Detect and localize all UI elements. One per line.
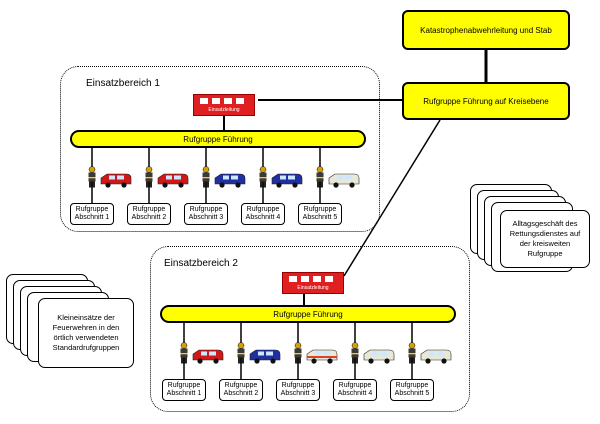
stab-label: Katastrophenabwehrleitung und Stab: [420, 25, 552, 35]
einsatzbereich-1: [60, 66, 380, 232]
vehicle-white-icon: [328, 172, 360, 188]
firefighter-icon: [350, 342, 360, 364]
firefighter-icon: [179, 342, 189, 364]
section-label-line: Abschnitt 5: [394, 390, 430, 397]
section-label-line: Abschnitt 4: [245, 214, 281, 221]
section-label-line: Rufgruppe: [189, 206, 223, 213]
section-label-line: Rufgruppe: [246, 206, 280, 213]
section-label-line: Rufgruppe: [224, 382, 258, 389]
truck-label: Einsatzleitung: [297, 285, 329, 291]
einsatzbereich-2-title: Einsatzbereich 2: [164, 258, 238, 269]
rettungsdienst-text: Alltagsgeschäft des Rettungsdienstes auf…: [509, 219, 581, 258]
vehicle-blue-icon: [214, 172, 246, 188]
ambulance-icon: [306, 348, 338, 364]
section-label-line: Abschnitt 2: [131, 214, 167, 221]
firefighter-icon: [407, 342, 417, 364]
section-label-line: Abschnitt 3: [188, 214, 224, 221]
section-label-line: Abschnitt 4: [337, 390, 373, 397]
einsatzleitung-truck-2: Einsatzleitung: [282, 272, 344, 294]
firefighter-icon: [236, 342, 246, 364]
section-label-line: Abschnitt 2: [223, 390, 259, 397]
truck-label: Einsatzleitung: [208, 107, 240, 113]
firefighter-icon: [258, 166, 268, 188]
bar-label: Rufgruppe Führung: [273, 309, 343, 319]
firefighter-icon: [315, 166, 325, 188]
section-label-line: Rufgruppe: [75, 206, 109, 213]
stab-box: Katastrophenabwehrleitung und Stab: [402, 10, 570, 50]
section-label-line: Abschnitt 1: [166, 390, 202, 397]
section-label-line: Abschnitt 5: [302, 214, 338, 221]
section-label-line: Abschnitt 1: [74, 214, 110, 221]
einsatzleitung-truck-1: Einsatzleitung: [193, 94, 255, 116]
vehicle-red-icon: [157, 172, 189, 188]
rufgruppe-fuehrung-bar-2: Rufgruppe Führung: [160, 305, 456, 323]
bar-label: Rufgruppe Führung: [183, 134, 253, 144]
kreisebene-label: Rufgruppe Führung auf Kreisebene: [423, 96, 549, 106]
rufgruppe-fuehrung-bar-1: Rufgruppe Führung: [70, 130, 366, 148]
section-label-line: Rufgruppe: [395, 382, 429, 389]
section-label-line: Rufgruppe: [303, 206, 337, 213]
einsatzbereich-2: [150, 246, 470, 412]
section-label-line: Abschnitt 3: [280, 390, 316, 397]
firefighter-icon: [87, 166, 97, 188]
vehicle-red-icon: [192, 348, 224, 364]
firefighter-icon: [144, 166, 154, 188]
vehicle-blue-icon: [249, 348, 281, 364]
section-label-line: Rufgruppe: [167, 382, 201, 389]
firefighter-icon: [201, 166, 211, 188]
firefighter-icon: [293, 342, 303, 364]
section-label-line: Rufgruppe: [281, 382, 315, 389]
einsatzbereich-1-title: Einsatzbereich 1: [86, 78, 160, 89]
vehicle-red-icon: [100, 172, 132, 188]
kreisebene-box: Rufgruppe Führung auf Kreisebene: [402, 82, 570, 120]
vehicle-white-icon: [363, 348, 395, 364]
kleineinsaetze-text: Kleineinsätze der Feuerwehren in den ört…: [52, 313, 120, 352]
vehicle-blue-icon: [271, 172, 303, 188]
section-label-line: Rufgruppe: [132, 206, 166, 213]
section-label-line: Rufgruppe: [338, 382, 372, 389]
vehicle-white-icon: [420, 348, 452, 364]
